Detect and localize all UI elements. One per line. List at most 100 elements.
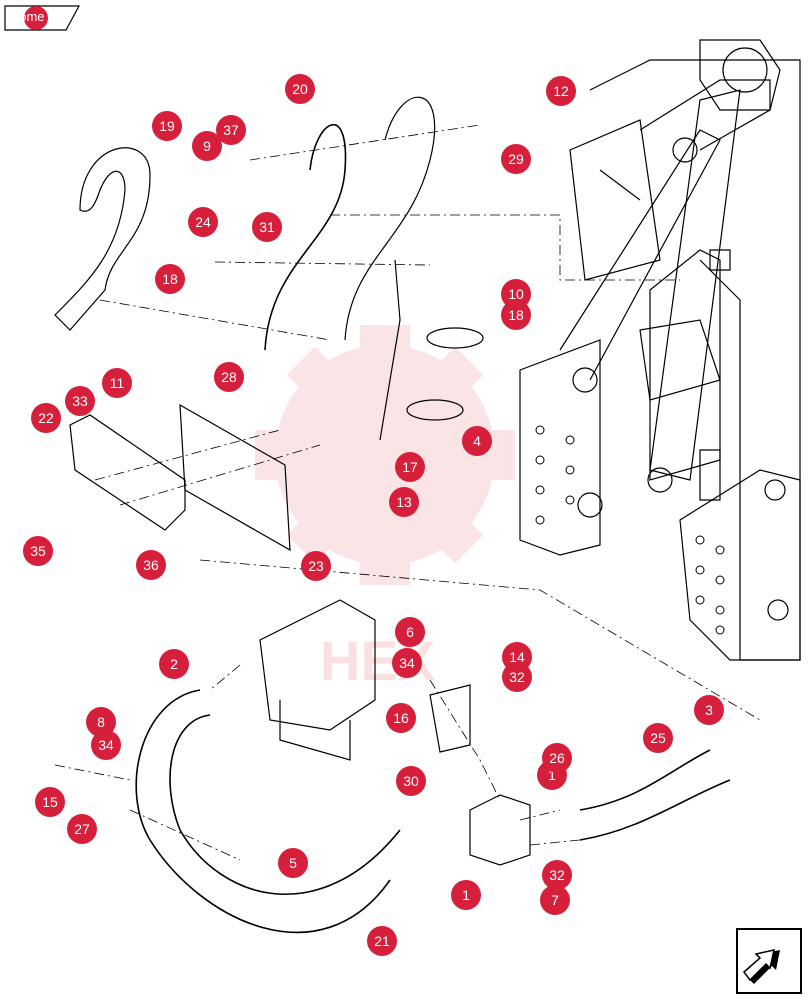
callout-22[interactable]: 22 xyxy=(31,403,61,433)
callout-18[interactable]: 18 xyxy=(501,300,531,330)
callout-12[interactable]: 12 xyxy=(546,76,576,106)
bracket-16 xyxy=(429,684,471,753)
svg-text:18: 18 xyxy=(508,307,524,323)
callout-35[interactable]: 35 xyxy=(23,536,53,566)
callout-19[interactable]: 19 xyxy=(152,111,182,141)
hose-20 xyxy=(264,123,347,351)
svg-text:17: 17 xyxy=(402,459,418,475)
svg-text:18: 18 xyxy=(162,271,178,287)
svg-text:23: 23 xyxy=(308,558,324,574)
callout-32[interactable]: 32 xyxy=(542,860,572,890)
callout-13[interactable]: 13 xyxy=(389,487,419,517)
svg-text:19: 19 xyxy=(159,118,175,134)
pipe-17 xyxy=(379,259,401,441)
svg-text:7: 7 xyxy=(551,892,559,908)
callout-37[interactable]: 37 xyxy=(216,115,246,145)
svg-text:33: 33 xyxy=(72,393,88,409)
callout-8[interactable]: 8 xyxy=(86,707,116,737)
callout-20[interactable]: 20 xyxy=(285,74,315,104)
callout-28[interactable]: 28 xyxy=(214,362,244,392)
svg-text:34: 34 xyxy=(399,655,415,671)
svg-text:22: 22 xyxy=(38,410,54,426)
loader-frame xyxy=(519,39,801,661)
callout-1[interactable]: 1 xyxy=(451,880,481,910)
home-tab[interactable] xyxy=(4,5,80,31)
svg-text:11: 11 xyxy=(110,375,125,391)
callout-34[interactable]: 34 xyxy=(91,730,121,760)
callout-9[interactable]: 9 xyxy=(192,131,222,161)
callout-2[interactable]: 2 xyxy=(159,649,189,679)
svg-text:24: 24 xyxy=(195,214,211,230)
home-link[interactable]: home xyxy=(12,9,45,24)
callout-16[interactable]: 16 xyxy=(386,703,416,733)
bolt-holes xyxy=(535,425,725,635)
leader-lines xyxy=(54,124,761,861)
callout-3[interactable]: 3 xyxy=(694,695,724,725)
control-valve xyxy=(259,599,376,761)
callout-24[interactable]: 24 xyxy=(188,207,218,237)
svg-text:16: 16 xyxy=(393,710,409,726)
callout-31[interactable]: 31 xyxy=(252,212,282,242)
callout-27[interactable]: 27 xyxy=(67,814,97,844)
callout-4[interactable]: 4 xyxy=(462,426,492,456)
clamp-4 xyxy=(406,327,484,421)
callout-26[interactable]: 26 xyxy=(542,743,572,773)
svg-text:6: 6 xyxy=(406,624,414,640)
svg-text:4: 4 xyxy=(473,433,481,449)
svg-text:29: 29 xyxy=(508,151,524,167)
svg-text:20: 20 xyxy=(292,81,308,97)
guard-plate-22 xyxy=(69,414,186,531)
svg-text:28: 28 xyxy=(221,369,237,385)
svg-text:1: 1 xyxy=(462,887,470,903)
callout-23[interactable]: 23 xyxy=(301,551,331,581)
svg-text:30: 30 xyxy=(403,773,419,789)
svg-text:25: 25 xyxy=(650,730,666,746)
callout-33[interactable]: 33 xyxy=(65,386,95,416)
callout-7[interactable]: 7 xyxy=(540,885,570,915)
svg-text:37: 37 xyxy=(223,122,239,138)
svg-text:2: 2 xyxy=(170,656,178,672)
svg-text:14: 14 xyxy=(509,649,525,665)
svg-text:13: 13 xyxy=(396,494,412,510)
callout-5[interactable]: 5 xyxy=(278,848,308,878)
svg-text:27: 27 xyxy=(74,821,90,837)
arrow-next-icon[interactable] xyxy=(736,928,802,994)
callout-25[interactable]: 25 xyxy=(643,723,673,753)
svg-text:32: 32 xyxy=(509,669,525,685)
svg-text:15: 15 xyxy=(42,794,58,810)
callout-15[interactable]: 15 xyxy=(35,787,65,817)
callout-36[interactable]: 36 xyxy=(136,550,166,580)
svg-text:31: 31 xyxy=(259,219,275,235)
callout-18[interactable]: 18 xyxy=(155,264,185,294)
svg-text:5: 5 xyxy=(289,855,297,871)
callout-34[interactable]: 34 xyxy=(392,648,422,678)
hydraulic-cylinder xyxy=(649,89,741,481)
callout-29[interactable]: 29 xyxy=(501,144,531,174)
hose-25 xyxy=(579,749,731,841)
svg-text:12: 12 xyxy=(553,83,569,99)
svg-text:21: 21 xyxy=(374,933,390,949)
svg-text:1: 1 xyxy=(548,767,556,783)
svg-text:8: 8 xyxy=(97,714,105,730)
hose-19 xyxy=(54,147,151,331)
block-26 xyxy=(469,794,531,866)
callouts: 1 1 2 3 4 5 6 7 8 9 10 11 12 13 14 15 16… xyxy=(23,74,724,956)
hose-21 xyxy=(135,689,401,934)
svg-text:3: 3 xyxy=(705,702,713,718)
svg-text:32: 32 xyxy=(549,867,565,883)
callout-10[interactable]: 10 xyxy=(501,279,531,309)
guard-plate-23 xyxy=(179,403,291,552)
svg-text:35: 35 xyxy=(30,543,46,559)
svg-text:26: 26 xyxy=(549,750,565,766)
svg-text:34: 34 xyxy=(98,737,114,753)
callout-11[interactable]: 11 xyxy=(102,368,132,398)
callout-32[interactable]: 32 xyxy=(502,662,532,692)
callout-21[interactable]: 21 xyxy=(367,926,397,956)
callout-17[interactable]: 17 xyxy=(395,452,425,482)
svg-text:10: 10 xyxy=(508,286,524,302)
callout-30[interactable]: 30 xyxy=(396,766,426,796)
svg-text:36: 36 xyxy=(143,557,159,573)
hose-upper xyxy=(344,96,436,341)
callout-6[interactable]: 6 xyxy=(395,617,425,647)
